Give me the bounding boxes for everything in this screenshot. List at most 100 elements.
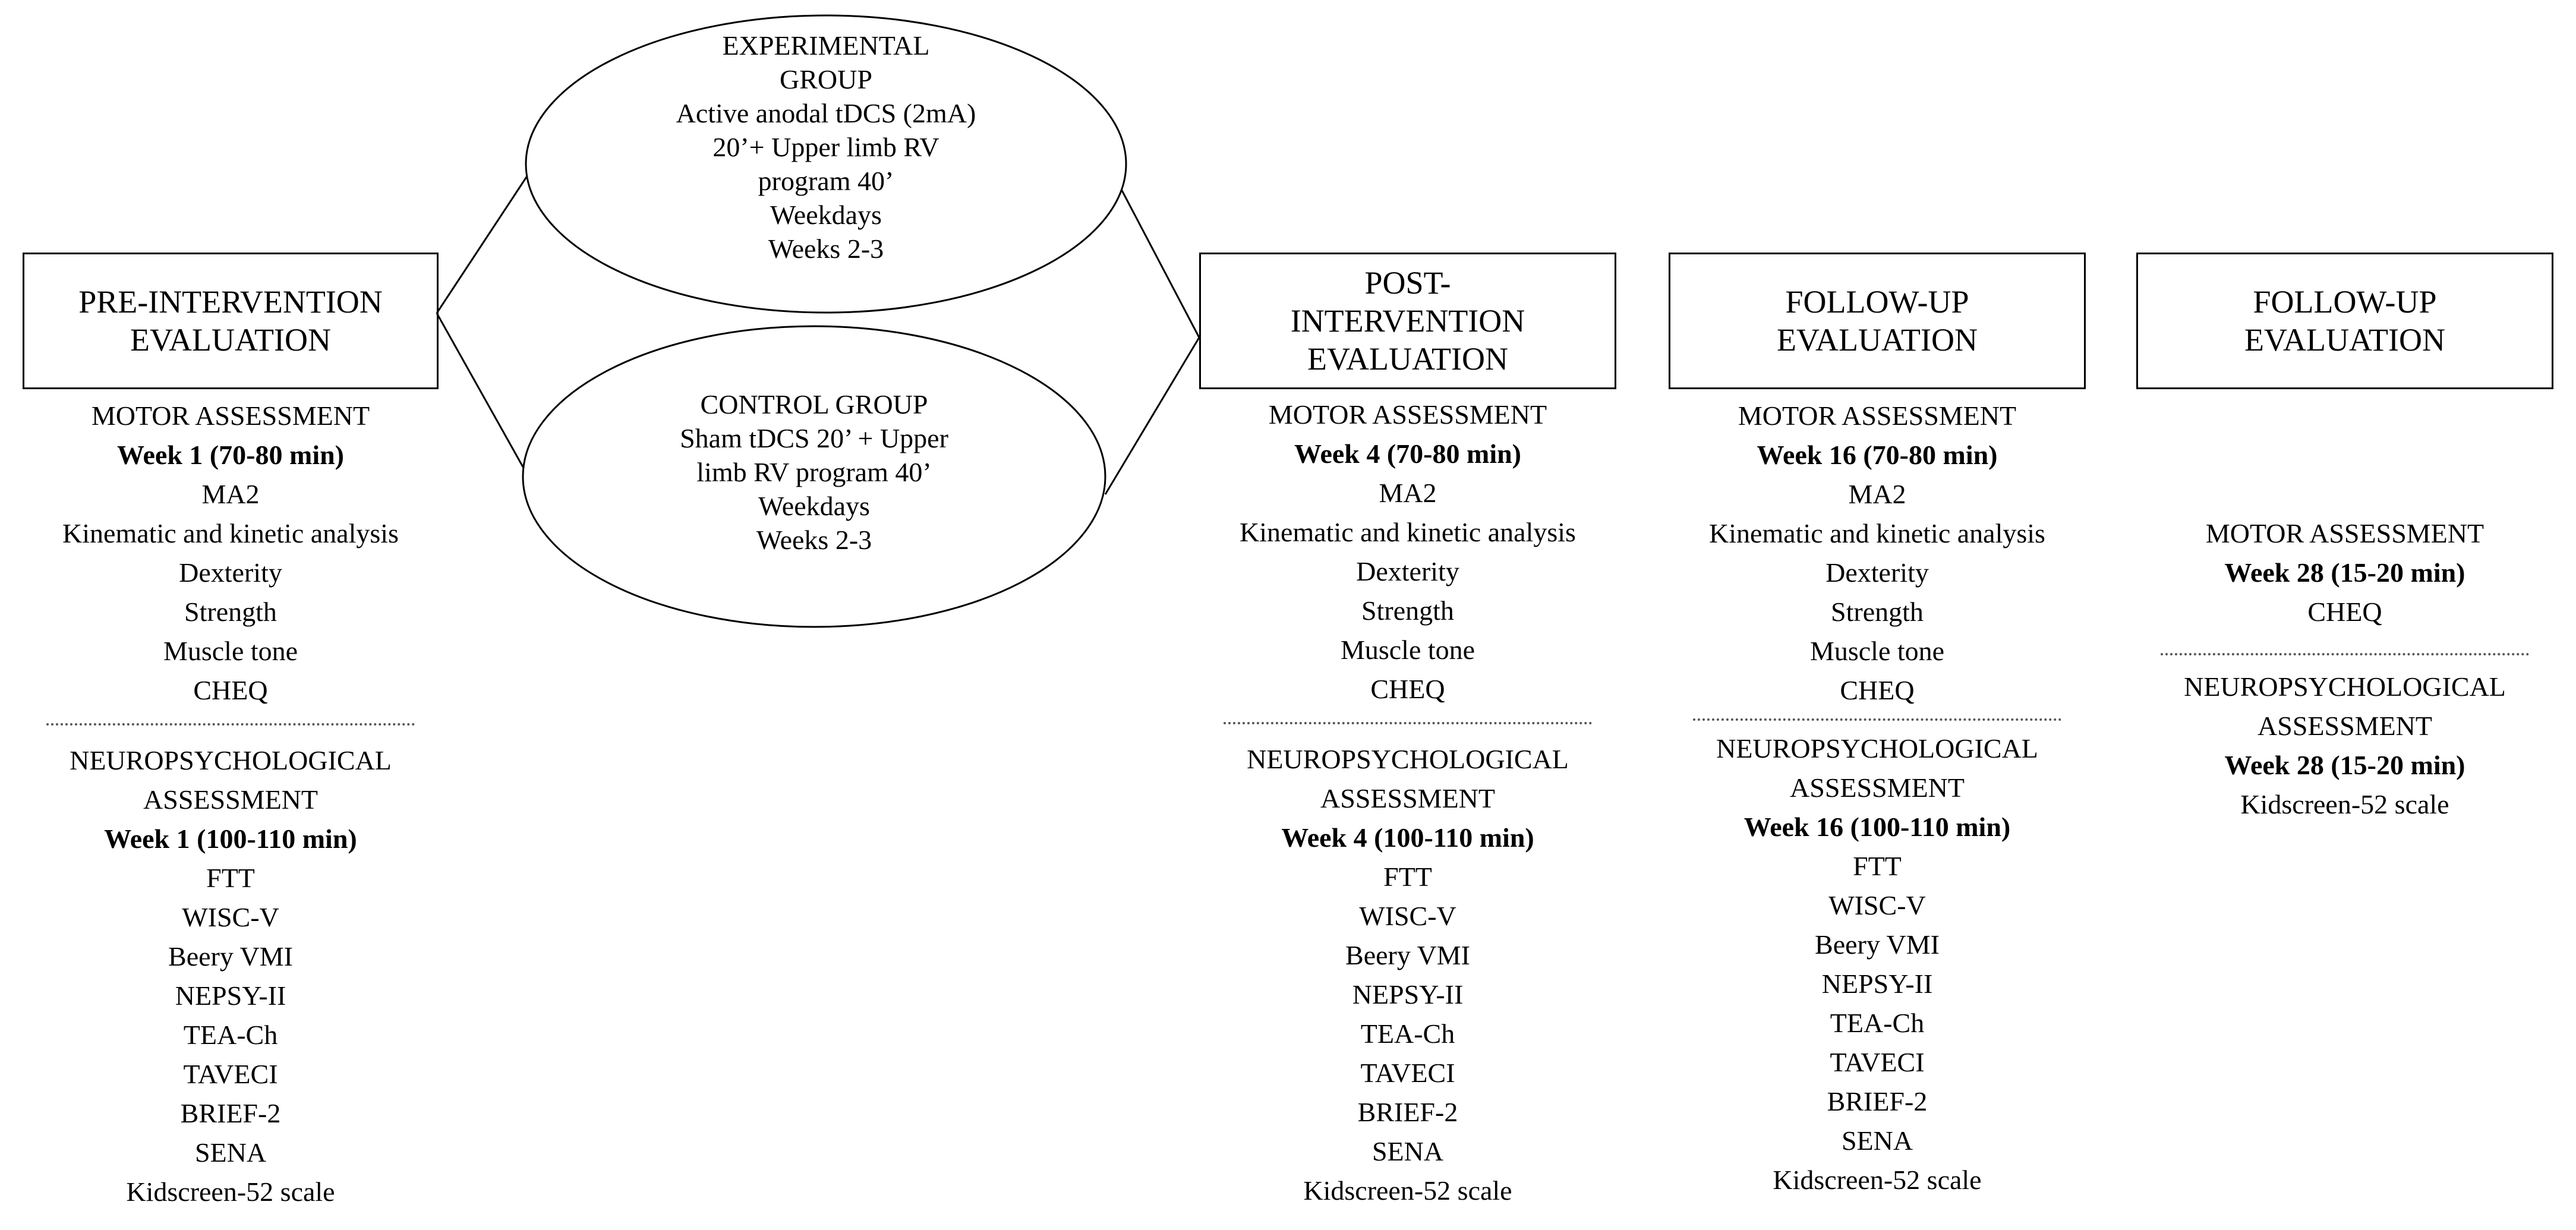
motor-assessment-heading: MOTOR ASSESSMENT	[2205, 518, 2484, 548]
motor-assessment-heading: MOTOR ASSESSMENT	[91, 400, 370, 431]
follow2-box-line: FOLLOW-UP	[2253, 284, 2437, 320]
motor-item: Dexterity	[1356, 556, 1459, 586]
post-box-line: INTERVENTION	[1290, 303, 1525, 339]
control-line: limb RV program 40’	[696, 457, 932, 487]
motor-assessment-heading: MOTOR ASSESSMENT	[1268, 399, 1547, 430]
neuro-item: TAVECI	[183, 1059, 278, 1089]
motor-week-label: Week 16 (70-80 min)	[1757, 440, 1998, 470]
neuro-item: WISC-V	[1359, 901, 1456, 931]
control-line: Sham tDCS 20’ + Upper	[680, 423, 948, 453]
neuro-assessment-heading: ASSESSMENT	[143, 784, 318, 815]
neuro-item: TAVECI	[1830, 1047, 1925, 1077]
experimental-line: EXPERIMENTAL	[722, 30, 930, 61]
motor-item: MA2	[1379, 478, 1437, 508]
follow1-box-line: FOLLOW-UP	[1785, 284, 1969, 320]
neuro-assessment-heading: NEUROPSYCHOLOGICAL	[1247, 744, 1569, 774]
neuro-week-label: Week 1 (100-110 min)	[104, 824, 357, 854]
neuro-item: BRIEF-2	[180, 1098, 281, 1128]
experimental-line: Weeks 2-3	[768, 234, 884, 264]
motor-item: MA2	[1848, 479, 1906, 509]
neuro-item: SENA	[1841, 1125, 1913, 1156]
motor-item: Kinematic and kinetic analysis	[62, 518, 399, 548]
motor-item: CHEQ	[1840, 675, 1915, 705]
control-line: Weeks 2-3	[756, 525, 872, 555]
dotted-separator	[46, 723, 415, 726]
neuro-item: Beery VMI	[1345, 940, 1470, 970]
neuro-item: Kidscreen-52 scale	[1303, 1175, 1512, 1206]
follow-up-box-2: FOLLOW-UP EVALUATION	[2136, 253, 2553, 389]
neuro-item: Beery VMI	[1815, 929, 1940, 960]
dotted-separator	[2161, 653, 2529, 655]
connector-experimental-to-post	[1111, 172, 1200, 338]
motor-week-label: Week 4 (70-80 min)	[1294, 439, 1521, 469]
pre-box-line: EVALUATION	[130, 322, 331, 358]
neuro-assessment-heading: ASSESSMENT	[2257, 711, 2432, 741]
connector-control-to-post	[1104, 337, 1200, 495]
neuro-item: WISC-V	[182, 902, 279, 932]
motor-item: Strength	[1361, 595, 1454, 626]
experimental-line: program 40’	[758, 166, 894, 196]
neuro-assessment-heading: ASSESSMENT	[1320, 783, 1495, 813]
neuro-item: SENA	[1371, 1136, 1444, 1166]
control-line: Weekdays	[758, 491, 870, 521]
neuro-item: Kidscreen-52 scale	[2240, 789, 2449, 819]
experimental-line: GROUP	[780, 64, 872, 94]
motor-item: Kinematic and kinetic analysis	[1709, 518, 2045, 548]
neuro-week-label: Week 16 (100-110 min)	[1743, 812, 2011, 842]
follow1-box-line: EVALUATION	[1777, 322, 1978, 358]
motor-item: CHEQ	[1370, 674, 1445, 704]
neuro-item: TEA-Ch	[1830, 1008, 1925, 1038]
post-box-line: EVALUATION	[1307, 341, 1508, 377]
neuro-item: NEPSY-II	[1352, 979, 1464, 1010]
control-group-text: CONTROL GROUP Sham tDCS 20’ + Upper limb…	[588, 387, 1040, 557]
motor-item: Strength	[184, 597, 277, 627]
neuro-item: FTT	[1383, 862, 1432, 892]
motor-item: Dexterity	[1825, 557, 1929, 588]
experimental-group-text: EXPERIMENTAL GROUP Active anodal tDCS (2…	[594, 29, 1058, 266]
motor-item: Muscle tone	[1340, 635, 1475, 665]
experimental-line: 20’+ Upper limb RV	[712, 132, 939, 162]
motor-week-label: Week 1 (70-80 min)	[116, 440, 344, 470]
pre-assessment-column: MOTOR ASSESSMENT Week 1 (70-80 min) MA2 …	[23, 396, 439, 1212]
neuro-item: BRIEF-2	[1357, 1097, 1458, 1127]
control-group-oval	[522, 325, 1106, 628]
experimental-line: Weekdays	[770, 200, 882, 230]
neuro-item: BRIEF-2	[1827, 1086, 1928, 1117]
connector-pre-to-control	[436, 313, 529, 476]
neuro-item: WISC-V	[1828, 890, 1926, 920]
motor-assessment-heading: MOTOR ASSESSMENT	[1738, 400, 2017, 431]
pre-intervention-box: PRE-INTERVENTION EVALUATION	[23, 253, 439, 389]
motor-item: MA2	[201, 479, 260, 509]
post-assessment-column: MOTOR ASSESSMENT Week 4 (70-80 min) MA2 …	[1199, 395, 1616, 1210]
follow-up-box-1: FOLLOW-UP EVALUATION	[1669, 253, 2086, 389]
neuro-week-label: Week 4 (100-110 min)	[1281, 822, 1534, 853]
motor-week-label: Week 28 (15-20 min)	[2224, 557, 2465, 588]
neuro-item: FTT	[206, 863, 255, 893]
neuro-item: FTT	[1853, 851, 1902, 881]
motor-item: CHEQ	[193, 675, 268, 705]
neuro-assessment-heading: NEUROPSYCHOLOGICAL	[70, 745, 392, 775]
pre-box-line: PRE-INTERVENTION	[78, 284, 383, 320]
neuro-assessment-heading: NEUROPSYCHOLOGICAL	[1716, 733, 2038, 764]
neuro-item: Kidscreen-52 scale	[1773, 1165, 1982, 1195]
dotted-separator	[1693, 718, 2061, 721]
motor-item: Kinematic and kinetic analysis	[1240, 517, 1576, 547]
motor-item: Muscle tone	[163, 636, 298, 666]
neuro-assessment-heading: ASSESSMENT	[1790, 772, 1965, 803]
motor-item: CHEQ	[2307, 597, 2382, 627]
neuro-item: SENA	[194, 1137, 267, 1168]
neuro-item: TAVECI	[1360, 1058, 1455, 1088]
experimental-line: Active anodal tDCS (2mA)	[676, 98, 976, 128]
neuro-week-label: Week 28 (15-20 min)	[2224, 750, 2465, 780]
motor-item: Strength	[1831, 597, 1924, 627]
follow-up-2-assessment-column: MOTOR ASSESSMENT Week 28 (15-20 min) CHE…	[2136, 514, 2553, 824]
neuro-item: NEPSY-II	[1821, 969, 1933, 999]
neuro-item: TEA-Ch	[1360, 1018, 1455, 1049]
dotted-separator	[1224, 722, 1592, 724]
neuro-item: TEA-Ch	[183, 1020, 278, 1050]
post-intervention-box: POST- INTERVENTION EVALUATION	[1199, 253, 1616, 389]
neuro-item: Kidscreen-52 scale	[126, 1177, 335, 1207]
follow2-box-line: EVALUATION	[2244, 322, 2445, 358]
control-line: CONTROL GROUP	[700, 389, 928, 420]
